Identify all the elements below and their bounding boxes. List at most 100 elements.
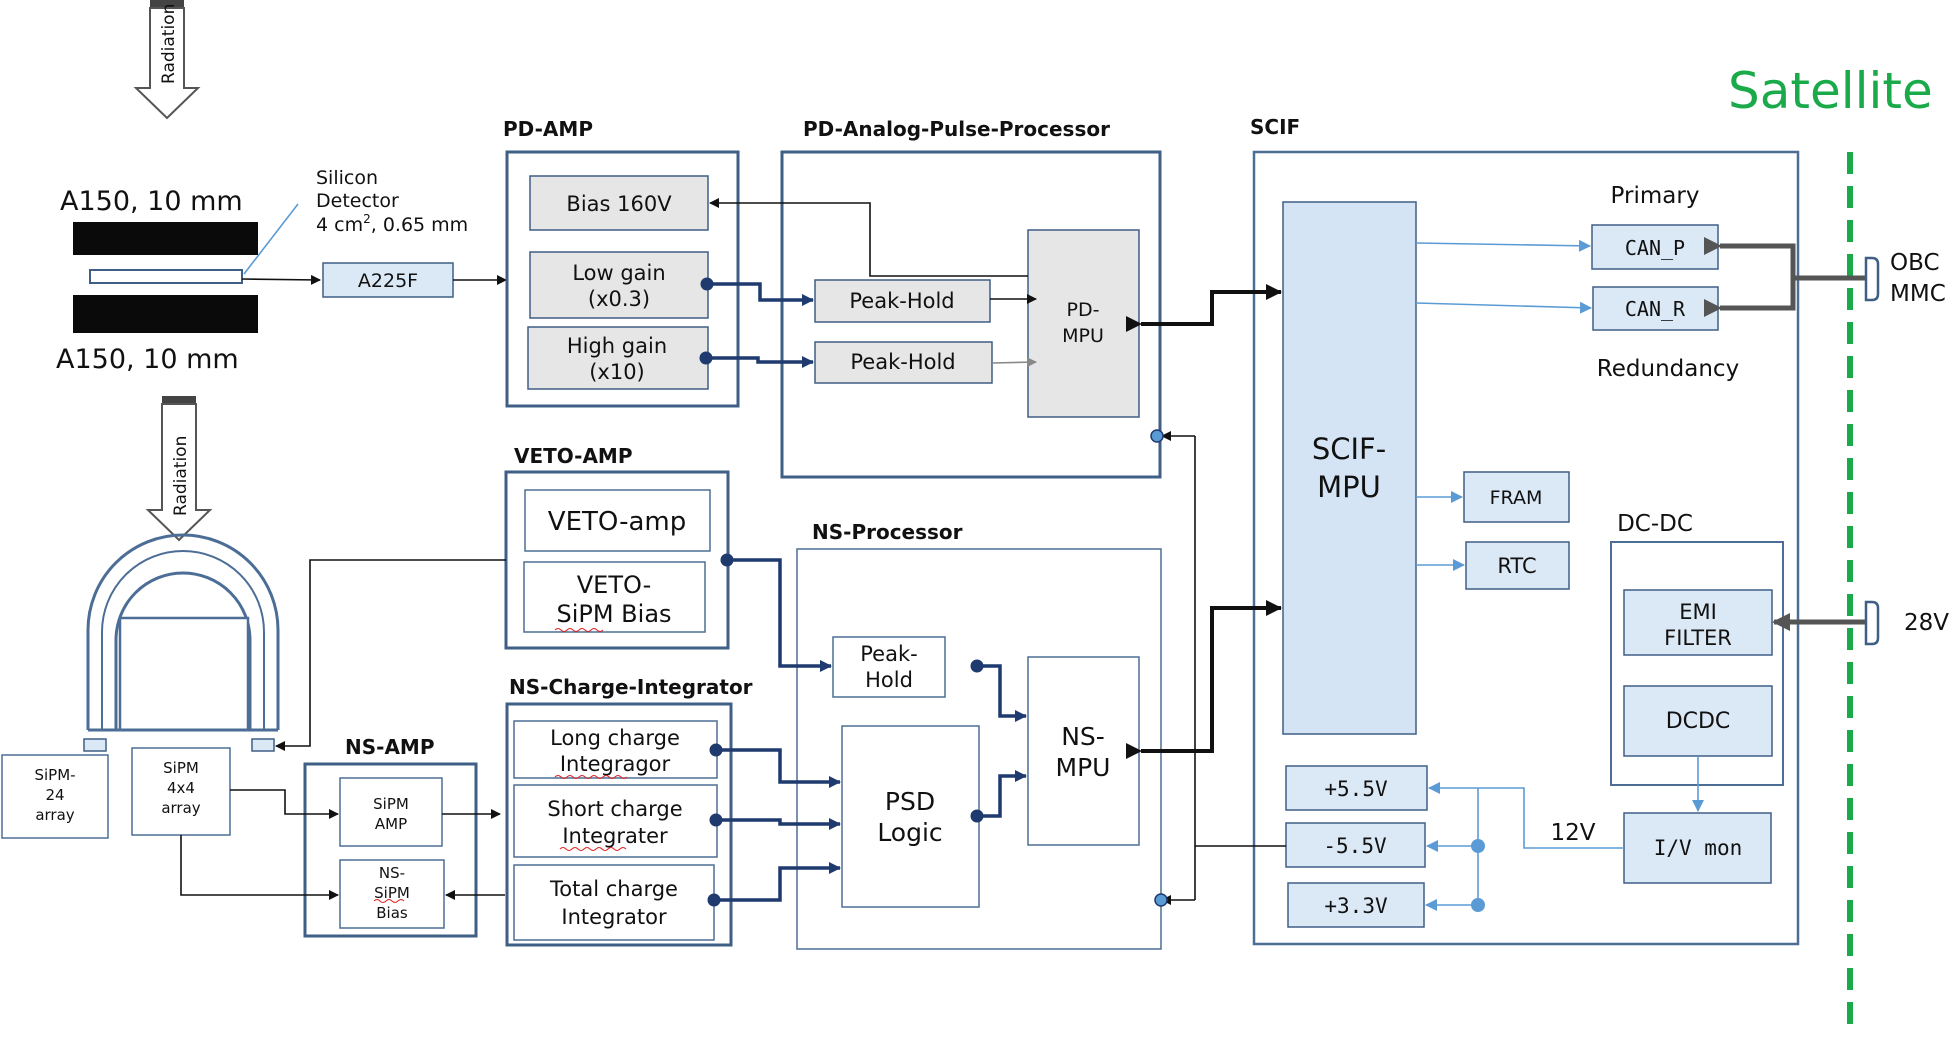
wire-veto-peakhold bbox=[728, 558, 832, 672]
peakhold-out-node bbox=[970, 659, 984, 673]
high-gain-line2: (x10) bbox=[589, 360, 645, 384]
v-m55-block bbox=[1285, 822, 1426, 868]
scif-mpu-line1: SCIF- bbox=[1312, 432, 1386, 466]
iv-mon-label: I/V mon bbox=[1654, 836, 1743, 860]
short-charge-line1: Short charge bbox=[547, 797, 682, 821]
wire-veto-to-dome bbox=[275, 559, 506, 751]
link-nsmpu-scifmpu bbox=[1126, 600, 1282, 759]
veto-bias-line1: VETO- bbox=[577, 571, 651, 599]
bias-160v-block bbox=[529, 175, 709, 231]
ns-mpu-block bbox=[1027, 656, 1140, 846]
v-p33-block bbox=[1287, 882, 1425, 928]
sipm4x4-array-block bbox=[131, 747, 231, 836]
obc-line2: MMC bbox=[1890, 281, 1946, 307]
emi-line2: FILTER bbox=[1664, 626, 1732, 650]
veto-amp-block bbox=[524, 489, 711, 552]
wire-peakhold-nsmpu bbox=[978, 664, 1027, 722]
low-gain-line2: (x0.3) bbox=[588, 287, 650, 311]
peak-hold-2-label: Peak-Hold bbox=[850, 350, 955, 374]
ns-power-node bbox=[1154, 893, 1168, 907]
wire-long-psd bbox=[716, 748, 841, 788]
highgain-node bbox=[699, 351, 713, 365]
spellcheck-squiggle bbox=[554, 628, 604, 632]
ns-bias-line3: Bias bbox=[376, 904, 408, 922]
pd-mpu-line1: PD- bbox=[1067, 299, 1100, 321]
pd-mpu-block bbox=[1027, 229, 1140, 418]
low-gain-line1: Low gain bbox=[572, 261, 665, 285]
peak-hold-1-label: Peak-Hold bbox=[849, 289, 954, 313]
wire-detector-a225f bbox=[241, 274, 321, 285]
wire-ivmon-p55 bbox=[1428, 782, 1624, 849]
psd-line1: PSD bbox=[885, 787, 935, 816]
v-p55-block bbox=[1285, 765, 1428, 811]
redundancy-label: Redundancy bbox=[1597, 356, 1739, 382]
short-charge-line2: Integrater bbox=[562, 824, 668, 848]
rail-node-m55 bbox=[1471, 839, 1485, 853]
emi-filter-block bbox=[1623, 589, 1773, 656]
a150-top-block bbox=[73, 222, 258, 255]
pd-mpu-line2: MPU bbox=[1062, 325, 1104, 347]
veto-amp-title: VETO-AMP bbox=[514, 444, 633, 468]
silicon-label-line3: 4 cm2, 0.65 mm bbox=[316, 212, 468, 236]
wire-pdmpu-bias bbox=[709, 198, 1028, 277]
radiation-arrow-top: Radiation bbox=[133, 0, 201, 120]
scif-mpu-block bbox=[1282, 201, 1417, 735]
dcdc-block bbox=[1623, 685, 1773, 757]
psd-logic-block bbox=[841, 725, 980, 908]
wire-short-psd bbox=[716, 818, 841, 830]
long-charge-line2: Integragor bbox=[560, 752, 671, 776]
long-charge-block bbox=[513, 720, 718, 779]
wire-sipm4-sipmamp bbox=[230, 789, 339, 819]
sipm4x4-line3: array bbox=[161, 799, 200, 817]
silicon-label-line2: Detector bbox=[316, 190, 399, 212]
wire-sipm4-nsbias bbox=[180, 835, 339, 900]
iv-mon-block bbox=[1623, 812, 1772, 884]
veto-amp-label: VETO-amp bbox=[548, 507, 686, 537]
silicon-leader-line bbox=[243, 203, 299, 275]
wire-canr-obc bbox=[1704, 278, 1796, 317]
pd-power-node bbox=[1150, 429, 1164, 443]
ns-bias-line2: SiPM bbox=[374, 884, 410, 902]
rtc-block bbox=[1465, 541, 1570, 590]
ns-amp-title: NS-AMP bbox=[345, 735, 434, 759]
wire-peakhold2-pdmpu bbox=[991, 357, 1037, 368]
rail-node-p33 bbox=[1471, 898, 1485, 912]
sipm-amp-line2: AMP bbox=[375, 815, 407, 833]
psd-line2: Logic bbox=[877, 818, 942, 847]
can-r-block bbox=[1592, 286, 1719, 331]
wire-psd-nsmpu bbox=[978, 770, 1027, 818]
sipm24-line1: SiPM- bbox=[34, 766, 75, 784]
wire-highgain-peakhold bbox=[706, 356, 814, 368]
a150-bottom-label: A150, 10 mm bbox=[56, 344, 239, 375]
pd-amp-title: PD-AMP bbox=[503, 117, 593, 141]
silicon-detector bbox=[89, 269, 243, 284]
fram-label: FRAM bbox=[1490, 487, 1543, 509]
ns-peak-line2: Hold bbox=[865, 668, 913, 692]
scif-mpu-line2: MPU bbox=[1317, 470, 1381, 504]
long-charge-line1: Long charge bbox=[550, 726, 680, 750]
dcdc-title: DC-DC bbox=[1617, 511, 1693, 537]
radiation-top-label: Radiation bbox=[159, 4, 179, 84]
v-p33-label: +3.3V bbox=[1324, 894, 1388, 918]
wire-lowgain-peakhold bbox=[708, 282, 814, 306]
spellcheck-squiggle-2 bbox=[373, 899, 405, 903]
pd-processor-title: PD-Analog-Pulse-Processor bbox=[803, 117, 1110, 141]
total-charge-line2: Integrator bbox=[561, 905, 667, 929]
obc-line1: OBC bbox=[1890, 250, 1940, 276]
ns-bias-line1: NS- bbox=[379, 864, 405, 882]
sipm4x4-line2: 4x4 bbox=[167, 779, 195, 797]
sipm-amp-block bbox=[339, 777, 443, 847]
spellcheck-squiggle-4 bbox=[559, 847, 627, 851]
ns-charge-title: NS-Charge-Integrator bbox=[509, 675, 753, 699]
v28-label: 28V bbox=[1904, 610, 1949, 636]
peak-hold-2-block bbox=[814, 341, 993, 384]
ns-mpu-line2: MPU bbox=[1056, 753, 1111, 782]
ns-mpu-line1: NS- bbox=[1061, 722, 1105, 751]
veto-node bbox=[720, 553, 734, 567]
sipm24-line2: 24 bbox=[45, 786, 64, 804]
short-node bbox=[709, 813, 723, 827]
sipm24-array-block bbox=[1, 754, 109, 839]
high-gain-line1: High gain bbox=[567, 334, 667, 358]
sipm-amp-line1: SiPM bbox=[373, 795, 409, 813]
